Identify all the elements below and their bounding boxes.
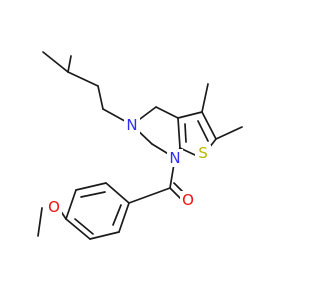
bond-c6-methyl [215,126,243,140]
bond-ch-ch3b [67,55,72,73]
bond-ch3a-ch [42,51,69,73]
bond-ch2-ch2 [97,85,104,110]
bond-ar4-ar5 [65,218,91,240]
atom-s: S [198,144,208,162]
bond-ar4-ar5-double [74,218,94,235]
bond-c5-methyl [201,83,209,113]
molecule-structure-diagram: N N S O O [37,51,243,240]
atom-n1-background [167,149,183,167]
bond-c4a-c7a [177,117,181,149]
atom-carbonyl-o-background [180,191,196,209]
atom-n3: N [126,116,137,134]
bond-ar2-ar3-double [80,191,106,198]
bond-o-ch3 [37,207,43,237]
bond-carbonyl-aryl [128,187,171,204]
atom-s-background [195,145,211,163]
atom-methoxy-o: O [48,198,60,216]
bond-c4a-c5 [177,111,203,119]
atom-methoxy-o-background [46,198,62,216]
bond-c5-c6-double [197,120,209,142]
bond-c4a-c7a-inner [184,123,187,143]
bond-ar3-ar4 [65,189,77,220]
atom-n3-background [124,116,140,134]
bond-ch-ch2 [67,71,99,87]
bond-ar2-ar3 [75,182,107,191]
bond-c5-c6 [201,111,217,140]
bond-ar6-ar1 [118,202,130,233]
bond-ar1-ar2 [105,182,130,204]
bond-c4-c4a [155,106,179,119]
bond-ar6-ar1-double [112,204,122,226]
atom-n1: N [169,149,180,167]
bond-ar5-ar6 [89,231,120,240]
atom-carbonyl-o: O [182,191,194,209]
